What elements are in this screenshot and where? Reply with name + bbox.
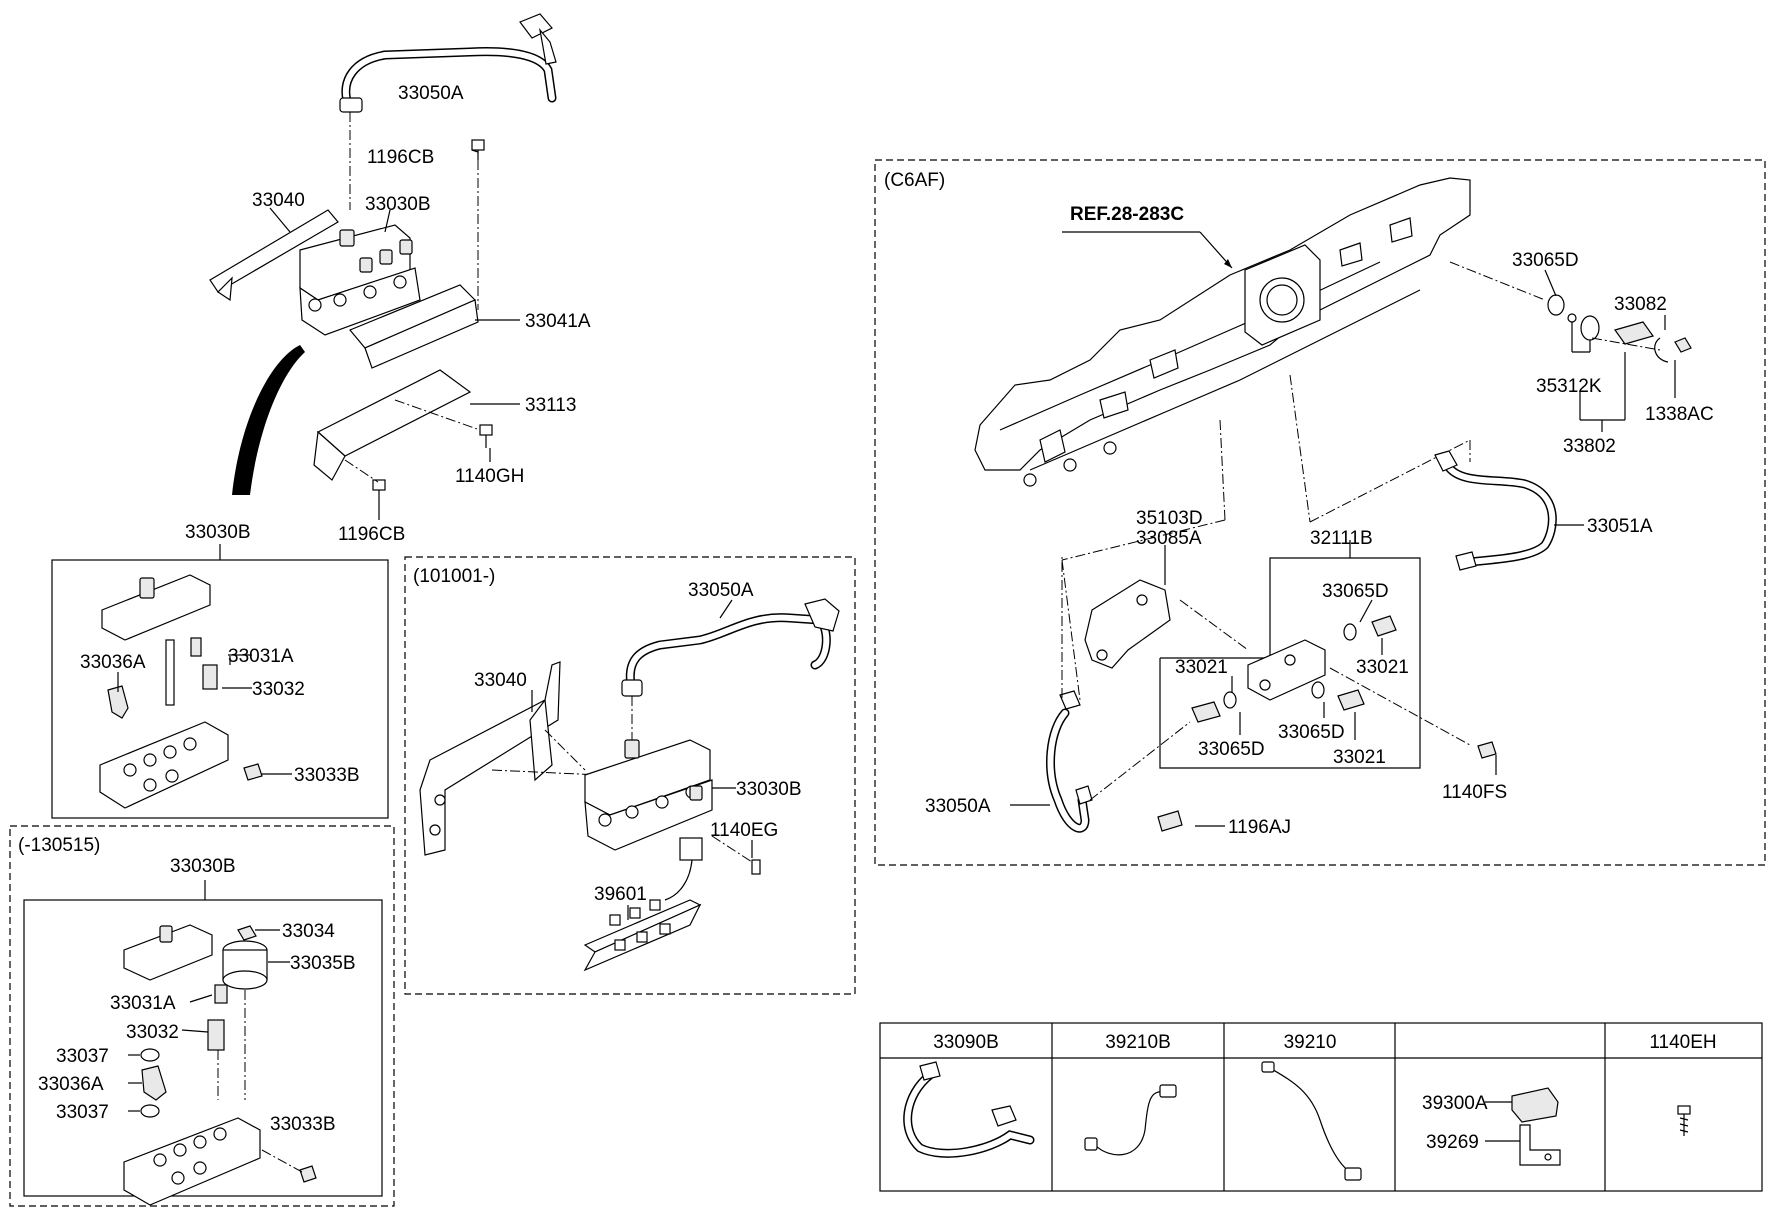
label-33021-a: 33021 xyxy=(1175,657,1228,678)
label-33050A-c6: 33050A xyxy=(925,796,991,817)
label-35103D: 35103D xyxy=(1136,508,1203,529)
label-1338AC: 1338AC xyxy=(1645,404,1714,425)
detail-box-130515: (-130515) 33030B xyxy=(9,825,395,1207)
label-33082: 33082 xyxy=(1614,294,1667,315)
label-33041A-top: 33041A xyxy=(525,311,591,332)
label-33030B-mid: 33030B xyxy=(736,779,802,800)
label-35312K: 35312K xyxy=(1536,376,1602,397)
detail2-title: 33030B xyxy=(170,856,236,877)
label-33021-b: 33021 xyxy=(1356,657,1409,678)
label-33036A-d2: 33036A xyxy=(38,1074,104,1095)
table-header-5: 1140EH xyxy=(1649,1032,1716,1053)
variant-label-101001: (101001-) xyxy=(413,566,495,587)
label-1196CB-top: 1196CB xyxy=(367,147,434,168)
label-39269: 39269 xyxy=(1426,1132,1479,1153)
label-33040-top: 33040 xyxy=(252,190,305,211)
label-33040-mid: 33040 xyxy=(474,670,527,691)
table-header-1: 33090B xyxy=(933,1032,999,1053)
label-33802: 33802 xyxy=(1563,436,1616,457)
label-33065D-top: 33065D xyxy=(1512,250,1579,271)
label-33065D-a: 33065D xyxy=(1322,581,1389,602)
label-1196CB-lower: 1196CB xyxy=(338,524,405,545)
label-1140FS: 1140FS xyxy=(1442,782,1507,803)
label-33065D-b: 33065D xyxy=(1198,739,1265,760)
label-39601-mid: 39601 xyxy=(594,884,647,905)
label-33033B-d2: 33033B xyxy=(270,1114,336,1135)
variant-label-130515: (-130515) xyxy=(18,835,100,856)
label-33050A-mid: 33050A xyxy=(688,580,754,601)
reference-label: REF.28-283C xyxy=(1070,204,1184,225)
label-33031A-d1: 33031A xyxy=(228,646,294,667)
label-33021-c: 33021 xyxy=(1333,747,1386,768)
label-33037-d2-bottom: 33037 xyxy=(56,1102,109,1123)
label-33037-d2-top: 33037 xyxy=(56,1046,109,1067)
detail1-title: 33030B xyxy=(185,522,251,543)
middle-box-101001: (101001-) xyxy=(404,556,856,995)
label-33085A: 33085A xyxy=(1136,528,1202,549)
table-header-3: 39210 xyxy=(1284,1032,1337,1053)
label-33030B-top: 33030B xyxy=(365,194,431,215)
table-header-2: 39210B xyxy=(1105,1032,1171,1053)
label-33032-d2: 33032 xyxy=(126,1022,179,1043)
label-1140GH-top: 1140GH xyxy=(455,466,524,487)
label-33032-d1: 33032 xyxy=(252,679,305,700)
label-33036A-d1: 33036A xyxy=(80,652,146,673)
label-33031A-d2: 33031A xyxy=(110,993,176,1014)
label-1140EG-mid: 1140EG xyxy=(710,820,778,841)
label-33034-d2: 33034 xyxy=(282,921,335,942)
label-33050A-top: 33050A xyxy=(398,83,464,104)
label-33051A: 33051A xyxy=(1587,516,1653,537)
label-33113-top: 33113 xyxy=(525,395,576,416)
label-33035B-d2: 33035B xyxy=(290,953,356,974)
label-33065D-c: 33065D xyxy=(1278,722,1345,743)
label-32111B: 32111B xyxy=(1310,528,1373,549)
engine-box-c6af: (C6AF) REF.28-283C xyxy=(874,159,1766,866)
label-33033B-d1: 33033B xyxy=(294,765,360,786)
detail-box-33030B: 33030B 33036A 33031A 33032 33033B xyxy=(51,522,389,819)
label-39300A: 39300A xyxy=(1422,1093,1488,1114)
parts-table: 33090B 39210B 39210 1140EH 39300A 39269 xyxy=(879,1022,1763,1192)
label-1196AJ: 1196AJ xyxy=(1228,817,1291,838)
top-injector-rail-group: 33050A 1196CB 33040 33030B 33041A 33113 … xyxy=(209,13,591,545)
variant-label-c6af: (C6AF) xyxy=(884,170,945,191)
